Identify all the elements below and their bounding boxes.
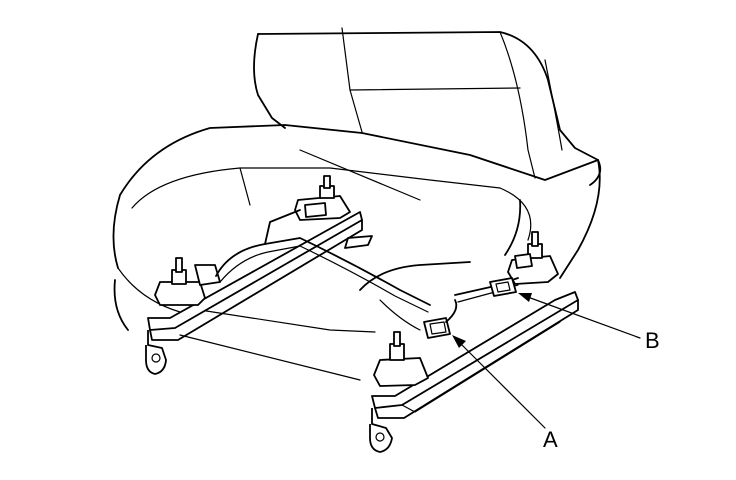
leader-b: [518, 293, 641, 339]
rear-right-bolt: [294, 175, 351, 221]
connector-a: [423, 299, 458, 339]
seat-cushion: [112, 124, 601, 333]
seat-frame: [113, 279, 361, 381]
connector-b: [489, 277, 517, 297]
wire-harness: [215, 199, 522, 313]
seat-back: [253, 27, 602, 186]
callout-label-a: A: [543, 427, 558, 452]
rear-left-bolt: [154, 257, 221, 306]
front-left-bolt: [373, 331, 429, 387]
front-right-bolt: [507, 231, 559, 285]
callout-label-b: B: [645, 328, 660, 353]
leader-a: [452, 335, 546, 429]
